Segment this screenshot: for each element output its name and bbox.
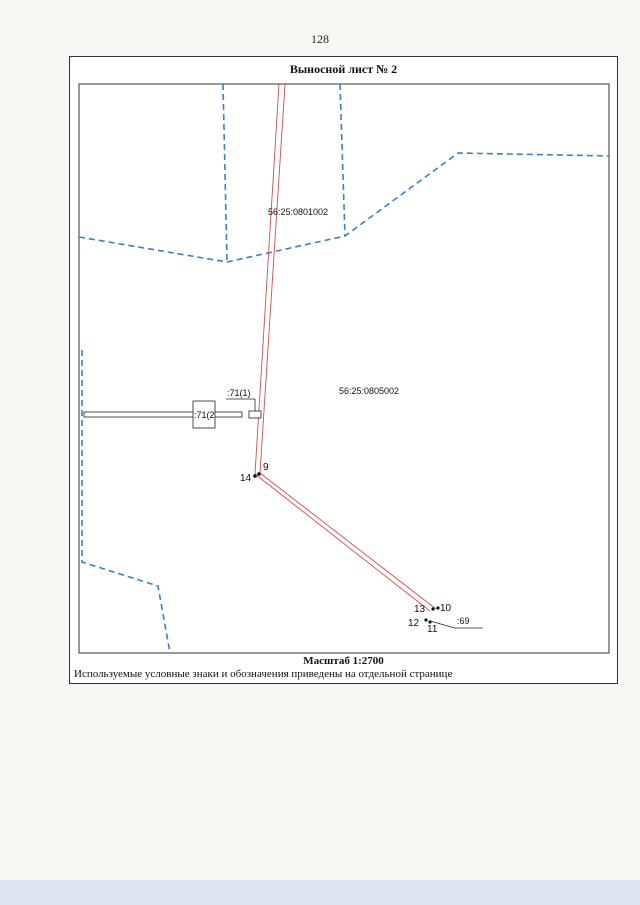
- block-boundaries: [78, 83, 610, 654]
- parcel-69: [429, 620, 483, 629]
- route: [254, 83, 437, 612]
- parcel-71-strip: [83, 411, 243, 418]
- parcel-label-69: :69: [457, 616, 470, 626]
- map-frame: [78, 83, 610, 654]
- point-12: [424, 618, 428, 622]
- point-label-10: 10: [440, 603, 452, 614]
- sheet-title: Выносной лист № 2: [289, 62, 398, 76]
- point-10: [436, 606, 440, 610]
- parcel-71-2-box: [192, 400, 216, 429]
- boundary-lower-left: [81, 350, 171, 654]
- point-label-13: 13: [414, 604, 426, 615]
- parcel-69-leader: [429, 620, 483, 629]
- boundary-vertical-left: [222, 83, 228, 263]
- page-number: 128: [311, 32, 329, 46]
- point-label-9: 9: [263, 462, 269, 473]
- parcel-label-71-1: :71(1): [227, 388, 251, 398]
- legend-note: Используемые условные знаки и обозначени…: [74, 668, 453, 680]
- survey-points: [253, 472, 440, 624]
- parcel-71: [83, 398, 262, 429]
- point-label-14: 14: [240, 473, 252, 484]
- point-11: [428, 620, 432, 624]
- route-line-inner: [259, 83, 437, 610]
- map-scale: Масштаб 1:2700: [303, 655, 384, 667]
- parcel-71-1-box: [248, 410, 262, 419]
- boundary-vertical-mid: [339, 83, 346, 237]
- point-label-11: 11: [427, 624, 438, 635]
- point-9: [257, 472, 261, 476]
- cadastral-block-main: 56:25:0805002: [339, 386, 399, 396]
- sheet-frame: [69, 56, 618, 684]
- parcel-label-71-2: :71(2: [194, 410, 215, 420]
- route-line-outer: [254, 83, 431, 612]
- scan-bottom-band: [0, 880, 640, 905]
- cadastral-block-upper: 56:25:0801002: [268, 207, 328, 217]
- point-14: [253, 474, 257, 478]
- point-13: [431, 607, 435, 611]
- point-label-12: 12: [408, 618, 420, 629]
